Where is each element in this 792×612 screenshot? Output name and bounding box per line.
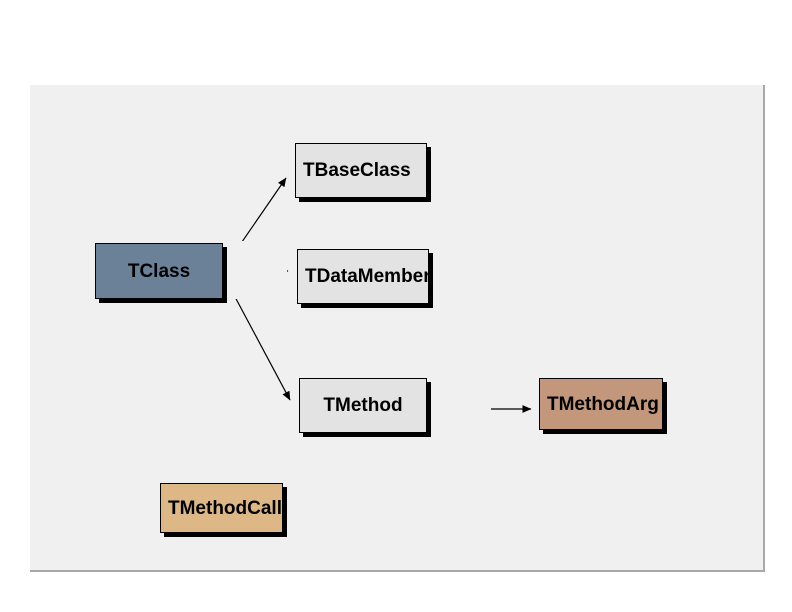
node-label-tmethod: TMethod	[323, 395, 403, 416]
node-tmethodcall[interactable]: TMethodCall	[160, 483, 283, 533]
node-overflow-mask-tmethodarg	[667, 376, 727, 430]
node-overflow-mask-tclass	[227, 241, 287, 299]
node-overflow-mask-tdatamember	[433, 247, 493, 304]
node-overflow-mask-tmethod	[431, 376, 491, 433]
node-overflow-mask-tmethodcall	[287, 481, 347, 533]
node-label-tmethodarg: TMethodArg	[547, 393, 659, 415]
node-label-tclass: TClass	[127, 260, 191, 282]
node-tdatamember[interactable]: TDataMember	[297, 249, 431, 304]
node-tmethod[interactable]: TMethod	[299, 378, 427, 433]
node-label-tdatamember: TDataMember	[305, 266, 431, 287]
node-tclass[interactable]: TClass	[95, 243, 223, 299]
node-label-tmethodcall: TMethodCall	[168, 497, 282, 519]
node-tmethodarg[interactable]: TMethodArg	[539, 378, 663, 430]
node-overflow-mask-tbaseclass	[431, 141, 491, 198]
node-tbaseclass[interactable]: TBaseClass	[295, 143, 427, 198]
node-label-tbaseclass: TBaseClass	[303, 160, 411, 181]
